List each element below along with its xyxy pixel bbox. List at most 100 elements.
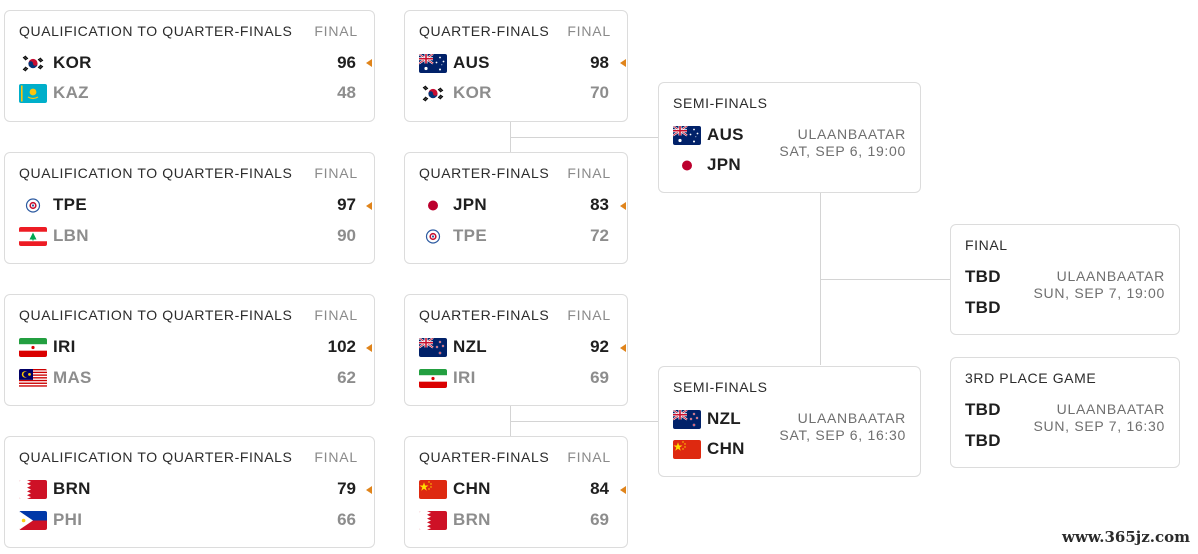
card-title: SEMI-FINALS: [673, 379, 768, 395]
team-row: JPN: [673, 154, 773, 178]
australia-flag-icon: [419, 54, 447, 73]
game-venue-time: ULAANBAATAR SUN, SEP 7, 19:00: [1034, 268, 1166, 302]
team-score: 79: [337, 479, 356, 498]
team-row: AUS: [673, 124, 773, 148]
kazakhstan-flag-icon: [19, 84, 47, 103]
game-status: FINAL: [567, 449, 611, 465]
card-title: QUARTER-FINALS: [419, 307, 550, 323]
game-status: FINAL: [314, 165, 358, 181]
quarterfinal-game-card[interactable]: QUARTER-FINALS FINAL NZL 92 IRI 69: [404, 294, 628, 406]
new-zealand-flag-icon: [419, 338, 447, 357]
quarterfinal-game-card[interactable]: QUARTER-FINALS FINAL CHN 84 BRN 69: [404, 436, 628, 548]
team-score: 70: [590, 83, 609, 102]
team-score: 102: [327, 337, 356, 356]
bahrain-flag-icon: [19, 480, 47, 499]
team-code: KAZ: [53, 83, 89, 102]
game-venue-time: ULAANBAATAR SAT, SEP 6, 19:00: [779, 126, 906, 160]
winner-arrow-icon: [366, 486, 372, 494]
japan-flag-icon: [673, 156, 701, 175]
china-flag-icon: [673, 440, 701, 459]
venue-name: ULAANBAATAR: [797, 126, 906, 142]
korea-flag-icon: [19, 54, 47, 73]
card-title: FINAL: [965, 237, 1008, 253]
team-code: AUS: [707, 125, 744, 144]
game-status: FINAL: [314, 23, 358, 39]
team-row: CHN 84: [419, 478, 609, 502]
lebanon-flag-icon: [19, 227, 47, 246]
team-row: IRI 102: [19, 336, 356, 360]
team-code: MAS: [53, 368, 92, 387]
team-row: IRI 69: [419, 367, 609, 391]
team-code: BRN: [453, 510, 491, 529]
semifinal-game-card[interactable]: SEMI-FINALS NZL CHN ULAANBAATAR SAT, SEP…: [658, 366, 921, 477]
korea-flag-icon: [419, 84, 447, 103]
team-score: 90: [337, 226, 356, 245]
bracket-connector: [510, 421, 658, 422]
philippines-flag-icon: [19, 511, 47, 530]
qualification-game-card[interactable]: QUALIFICATION TO QUARTER-FINALS FINAL TP…: [4, 152, 375, 264]
card-title: QUARTER-FINALS: [419, 23, 550, 39]
card-title: QUALIFICATION TO QUARTER-FINALS: [19, 165, 293, 181]
game-status: FINAL: [314, 307, 358, 323]
winner-arrow-icon: [620, 59, 626, 67]
team-score: 83: [590, 195, 609, 214]
team-score: 72: [590, 226, 609, 245]
team-row: TPE 97: [19, 194, 356, 218]
team-score: 84: [590, 479, 609, 498]
card-title: QUARTER-FINALS: [419, 165, 550, 181]
bahrain-flag-icon: [419, 511, 447, 530]
game-status: FINAL: [567, 307, 611, 323]
quarterfinal-game-card[interactable]: QUARTER-FINALS FINAL AUS 98 KOR 70: [404, 10, 628, 122]
game-venue-time: ULAANBAATAR SUN, SEP 7, 16:30: [1034, 401, 1166, 435]
team-row: TBD: [965, 297, 1025, 321]
malaysia-flag-icon: [19, 369, 47, 388]
card-title: QUARTER-FINALS: [419, 449, 550, 465]
winner-arrow-icon: [620, 202, 626, 210]
card-title: SEMI-FINALS: [673, 95, 768, 111]
third-place-game-card[interactable]: 3RD PLACE GAME TBD TBD ULAANBAATAR SUN, …: [950, 357, 1180, 468]
team-code: TBD: [965, 400, 1001, 419]
quarterfinal-game-card[interactable]: QUARTER-FINALS FINAL JPN 83 TPE 72: [404, 152, 628, 264]
qualification-game-card[interactable]: QUALIFICATION TO QUARTER-FINALS FINAL KO…: [4, 10, 375, 122]
new-zealand-flag-icon: [673, 410, 701, 429]
team-row: TPE 72: [419, 225, 609, 249]
team-row: TBD: [965, 266, 1025, 290]
qualification-game-card[interactable]: QUALIFICATION TO QUARTER-FINALS FINAL IR…: [4, 294, 375, 406]
final-game-card[interactable]: FINAL TBD TBD ULAANBAATAR SUN, SEP 7, 19…: [950, 224, 1180, 335]
team-score: 48: [337, 83, 356, 102]
team-code: AUS: [453, 53, 490, 72]
game-status: FINAL: [567, 165, 611, 181]
team-row: TBD: [965, 430, 1025, 454]
card-title: QUALIFICATION TO QUARTER-FINALS: [19, 23, 293, 39]
team-row: BRN 79: [19, 478, 356, 502]
watermark: www.365jz.com: [1062, 528, 1190, 546]
bracket-connector: [820, 279, 950, 280]
team-row: CHN: [673, 438, 773, 462]
game-time: SAT, SEP 6, 19:00: [779, 143, 906, 159]
team-row: KOR 96: [19, 52, 356, 76]
winner-arrow-icon: [620, 486, 626, 494]
venue-name: ULAANBAATAR: [797, 410, 906, 426]
venue-name: ULAANBAATAR: [1056, 401, 1165, 417]
china-flag-icon: [419, 480, 447, 499]
bracket-connector: [510, 137, 658, 138]
team-score: 98: [590, 53, 609, 72]
card-title: QUALIFICATION TO QUARTER-FINALS: [19, 307, 293, 323]
team-row: NZL 92: [419, 336, 609, 360]
team-code: NZL: [453, 337, 487, 356]
game-venue-time: ULAANBAATAR SAT, SEP 6, 16:30: [779, 410, 906, 444]
team-code: IRI: [53, 337, 76, 356]
team-code: JPN: [453, 195, 487, 214]
team-row: TBD: [965, 399, 1025, 423]
team-code: JPN: [707, 155, 741, 174]
game-status: FINAL: [567, 23, 611, 39]
chinese-taipei-flag-icon: [419, 227, 447, 246]
winner-arrow-icon: [366, 202, 372, 210]
team-code: NZL: [707, 409, 741, 428]
team-code: PHI: [53, 510, 83, 529]
qualification-game-card[interactable]: QUALIFICATION TO QUARTER-FINALS FINAL BR…: [4, 436, 375, 548]
team-code: TBD: [965, 298, 1001, 317]
team-score: 96: [337, 53, 356, 72]
semifinal-game-card[interactable]: SEMI-FINALS AUS JPN ULAANBAATAR SAT, SEP…: [658, 82, 921, 193]
team-row: KOR 70: [419, 82, 609, 106]
